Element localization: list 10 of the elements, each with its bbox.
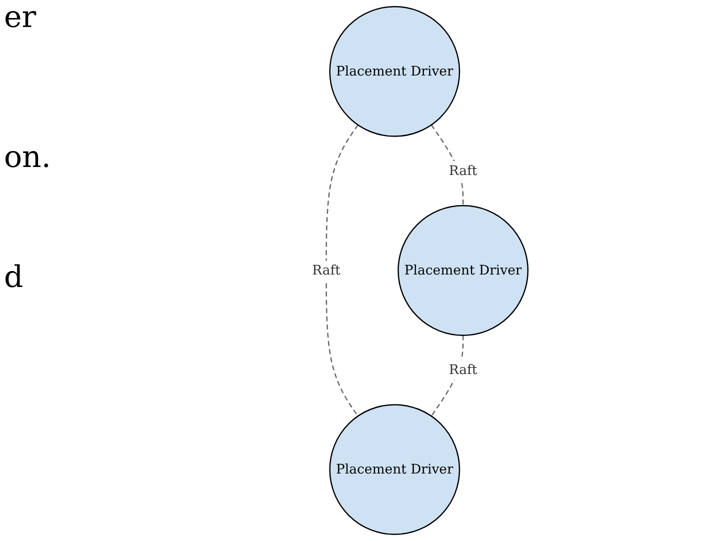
text-fragment: er <box>4 0 36 35</box>
connector <box>326 124 358 416</box>
edge-label: Raft <box>448 162 478 178</box>
node-circle: Placement Driver <box>329 404 460 536</box>
edge-label: Raft <box>312 262 340 278</box>
node-circle: Placement Driver <box>398 205 529 336</box>
text-fragment: d <box>4 260 24 295</box>
node-circle: Placement Driver <box>329 6 460 137</box>
edge-label: Raft <box>448 362 478 378</box>
text-fragment: on. <box>4 140 51 175</box>
